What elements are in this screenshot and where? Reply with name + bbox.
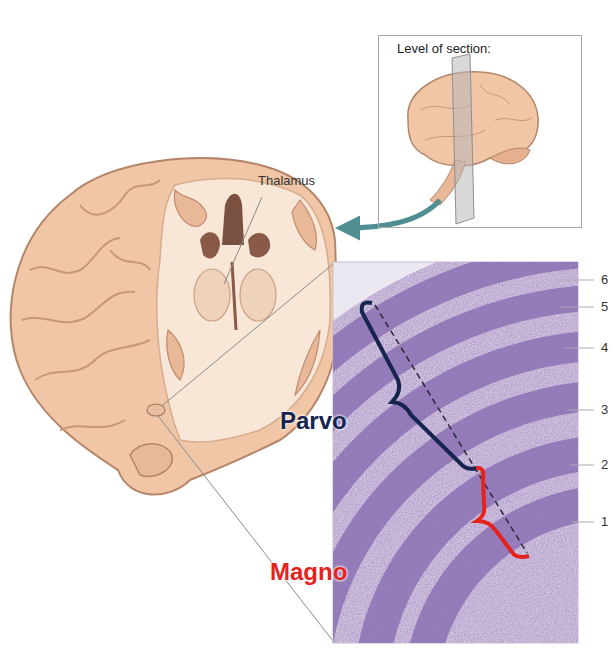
brain-section [11,158,338,494]
layer-number: 1 [601,514,608,529]
inset-brain [408,54,538,224]
lgn-micrograph [171,253,616,658]
layer-number: 4 [601,340,608,355]
parvo-bracket [362,302,478,468]
pathway-label: Magno [270,558,347,586]
inset-heading: Level of section: [397,41,491,56]
structure-label: Thalamus [258,173,315,188]
inset-box: Level of section: [378,35,582,228]
layer-number: 2 [601,457,608,472]
layer-number: 5 [601,299,608,314]
pathway-label: Parvo [280,407,347,435]
pointer-arrow [345,200,440,228]
layer-number: 6 [601,272,608,287]
layer-number: 3 [601,402,608,417]
magno-bracket [476,468,529,557]
